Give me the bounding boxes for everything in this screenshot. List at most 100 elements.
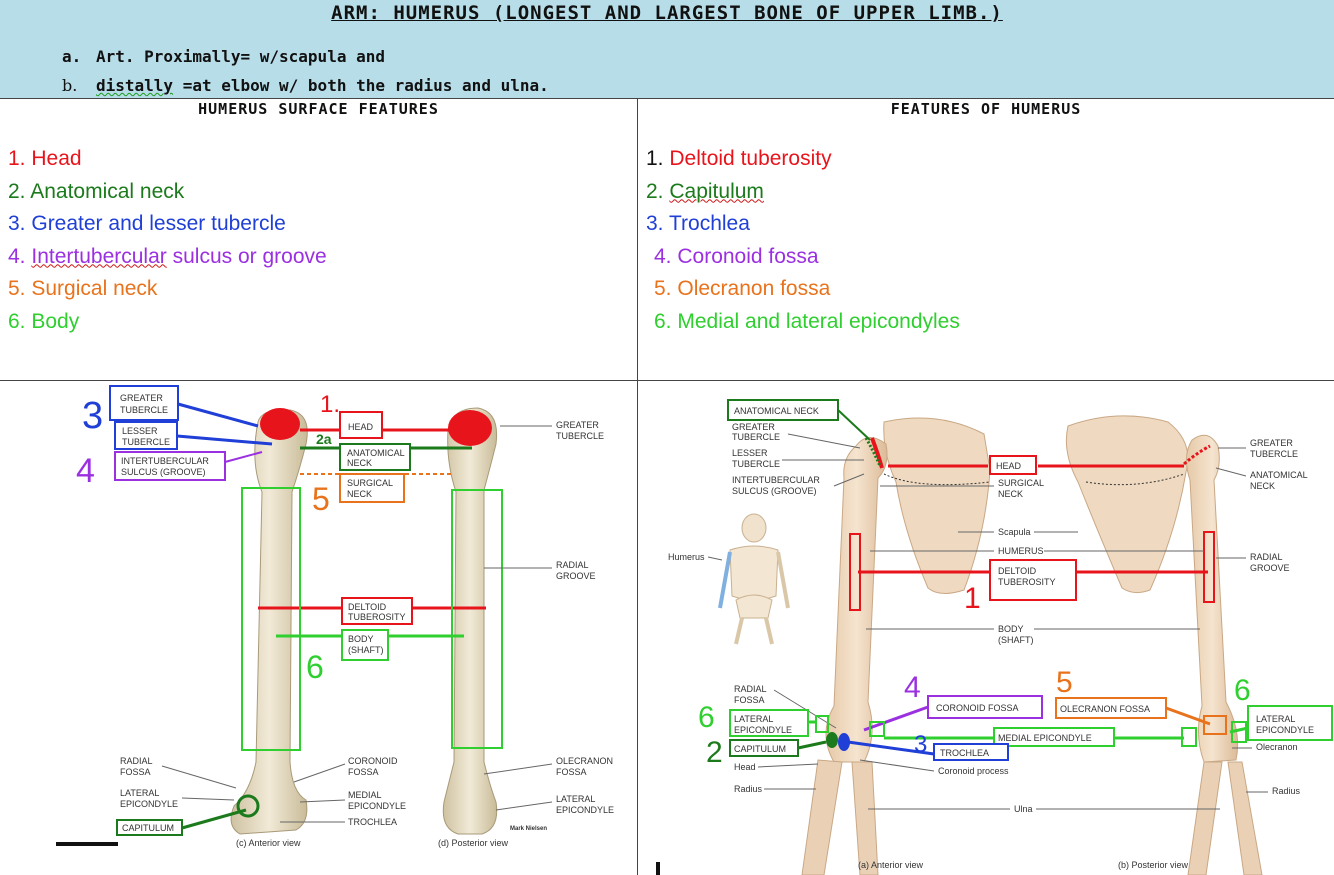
label-greater-tubercle-post-2: TUBERCLE <box>556 431 604 441</box>
label-intertubercular-2: SULCUS (GROOVE) <box>732 486 817 496</box>
label-ulna: Ulna <box>1014 804 1033 814</box>
label-lesser-tubercle-2: TUBERCLE <box>732 459 780 469</box>
label-radial-fossa-1: RADIAL <box>734 684 767 694</box>
label-lateral-epicondyle-post-1: LATERAL <box>1256 714 1295 724</box>
humerus-features-list: 1. Deltoid tuberosity 2. Capitulum 3. Tr… <box>646 143 960 338</box>
label-greater-tubercle-post-2: TUBERCLE <box>1250 449 1298 459</box>
label-greater-tubercle-1: GREATER <box>120 393 163 403</box>
posterior-humerus-illustration <box>1186 434 1239 763</box>
header-band <box>0 0 1334 98</box>
label-greater-tubercle-2: TUBERCLE <box>732 432 780 442</box>
item-number: 3. <box>646 212 664 235</box>
label-anatomical-neck-1: ANATOMICAL <box>347 448 405 458</box>
label-lateral-epicondyle-2: EPICONDYLE <box>734 725 792 735</box>
annotation-number-6: 6 <box>306 649 324 685</box>
item-number: 2. <box>646 179 664 203</box>
label-olecranon-fossa: OLECRANON FOSSA <box>1060 704 1150 714</box>
item-number: 2. <box>8 179 26 203</box>
illustrator-credit: Mark Nielsen <box>510 826 547 832</box>
column-divider <box>637 98 638 875</box>
item-number: 4. <box>654 244 672 268</box>
humerus-views-figure: GREATER TUBERCLE LESSER TUBERCLE INTERTU… <box>56 385 614 848</box>
item-text: Coronoid fossa <box>677 244 819 268</box>
label-greater-tubercle-post-1: GREATER <box>556 420 599 430</box>
list-item: 1. Head <box>8 143 327 176</box>
anterior-humerus-illustration <box>230 408 308 835</box>
item-text: Surgical neck <box>31 277 158 300</box>
list-marker-b: b. <box>62 76 78 95</box>
label-lateral-epicondyle-1: LATERAL <box>734 714 773 724</box>
item-number: 1. <box>646 147 664 170</box>
label-radial-groove-2: GROOVE <box>1250 563 1290 573</box>
item-number: 6. <box>654 309 672 333</box>
label-humerus-center: HUMERUS <box>998 546 1044 556</box>
label-head: HEAD <box>996 461 1022 471</box>
item-text: Deltoid tuberosity <box>669 147 832 170</box>
label-olecranon-fossa-1: OLECRANON <box>556 756 613 766</box>
posterior-humerus-illustration <box>442 407 498 835</box>
label-radial-groove-1: RADIAL <box>1250 552 1283 562</box>
item-number: 3. <box>8 212 26 235</box>
label-deltoid-tuberosity-2: TUBEROSITY <box>998 577 1056 587</box>
list-item: 3. Trochlea <box>646 208 960 241</box>
item-text: Trochlea <box>668 212 750 235</box>
label-surgical-neck-1: SURGICAL <box>998 478 1044 488</box>
annotation-number-3: 3 <box>82 395 103 437</box>
item-text-underlined: Intertubercular <box>31 244 167 268</box>
label-anatomical-neck: ANATOMICAL NECK <box>734 406 819 416</box>
label-lateral-epicondyle-1: LATERAL <box>120 788 159 798</box>
label-greater-tubercle-1: GREATER <box>732 422 775 432</box>
item-text: Medial and lateral epicondyles <box>677 309 960 333</box>
label-radius-post: Radius <box>1272 786 1301 796</box>
list-marker-a: a. <box>62 47 82 66</box>
label-body-shaft-1: BODY <box>348 634 374 644</box>
annotation-number-6-left: 6 <box>698 701 715 734</box>
label-intertubercular-1: INTERTUBERCULAR <box>732 475 820 485</box>
item-text: Greater and lesser tubercle <box>31 212 286 235</box>
right-column-heading: FEATURES OF HUMERUS <box>890 100 1082 118</box>
label-surgical-neck-1: SURGICAL <box>347 478 393 488</box>
item-text: Anatomical neck <box>30 179 185 203</box>
label-scapula: Scapula <box>998 527 1031 537</box>
item-number: 4. <box>8 244 26 268</box>
label-capitulum: CAPITULUM <box>122 823 174 833</box>
label-olecranon: Olecranon <box>1256 742 1298 752</box>
item-text: Head <box>31 147 82 170</box>
item-text: Capitulum <box>669 179 764 203</box>
list-item: 4. Coronoid fossa <box>646 241 960 274</box>
annotation-number-5: 5 <box>312 481 330 517</box>
page-title: ARM: HUMERUS (LONGEST AND LARGEST BONE O… <box>331 2 1003 24</box>
posterior-scapula-illustration <box>1065 415 1189 594</box>
left-column-heading: HUMERUS SURFACE FEATURES <box>198 100 439 118</box>
label-body-shaft-2: (SHAFT) <box>348 645 384 655</box>
label-trochlea: TROCHLEA <box>348 817 397 827</box>
label-radial-groove-2: GROOVE <box>556 571 596 581</box>
label-anatomical-neck-post-1: ANATOMICAL <box>1250 470 1308 480</box>
item-text: sulcus or groove <box>166 244 327 268</box>
articulation-text-a: Art. Proximally= w/scapula and <box>96 47 385 66</box>
label-greater-tubercle-post-1: GREATER <box>1250 438 1293 448</box>
list-item: 6. Body <box>8 306 327 339</box>
articulation-word-distally: distally <box>96 76 174 95</box>
annotation-number-6-right: 6 <box>1234 674 1251 707</box>
label-body-shaft-1: BODY <box>998 624 1024 634</box>
label-deltoid-tuberosity-1: DELTOID <box>998 566 1037 576</box>
label-body-shaft-2: (SHAFT) <box>998 635 1034 645</box>
label-medial-epicondyle-1: MEDIAL <box>348 790 382 800</box>
label-anatomical-neck-2: NECK <box>347 458 372 468</box>
shoulder-humerus-figure: Humerus HEAD DELTOID TUBEROSITY 1 ANATOM… <box>656 399 1333 875</box>
label-coronoid-fossa-1: CORONOID <box>348 756 398 766</box>
anterior-scapula-illustration <box>883 417 991 594</box>
caption-anterior-view: (a) Anterior view <box>858 860 924 870</box>
list-item: 4. Intertubercular sulcus or groove <box>8 241 327 274</box>
annotation-number-1: 1 <box>964 582 981 615</box>
label-surgical-neck-2: NECK <box>998 489 1023 499</box>
articulation-line-b: b.distally =at elbow w/ both the radius … <box>62 76 549 95</box>
item-number: 1. <box>8 147 26 170</box>
label-radial-groove-1: RADIAL <box>556 560 589 570</box>
list-item: 6. Medial and lateral epicondyles <box>646 306 960 339</box>
list-item: 2. Capitulum <box>646 176 960 209</box>
annotation-number-4: 4 <box>76 452 95 490</box>
label-lateral-epicondyle-2: EPICONDYLE <box>120 799 178 809</box>
label-medial-epicondyle: MEDIAL EPICONDYLE <box>998 733 1092 743</box>
